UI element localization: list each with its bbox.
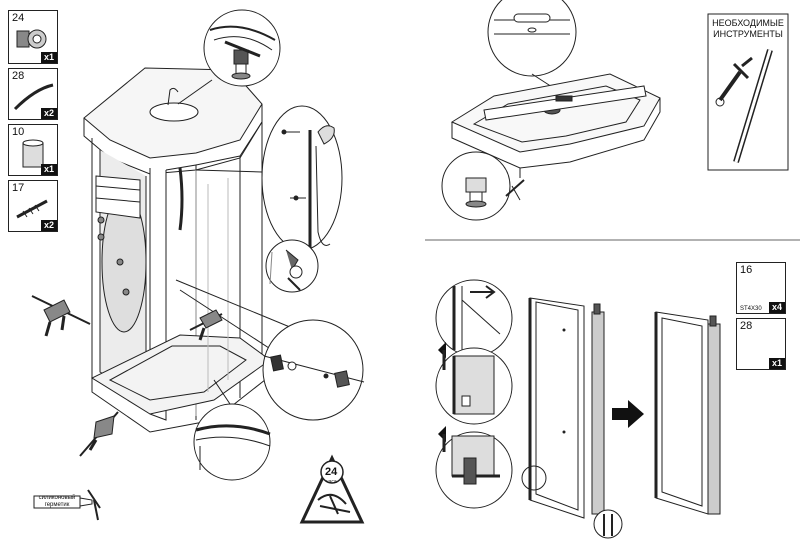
silicone-gun-bottom [79,411,119,457]
part-quantity: x1 [40,164,57,175]
arrow-right-icon [612,400,644,428]
shower-head-zoom-circle [195,105,343,251]
door-panel-before [521,297,623,539]
part-number: 28 [12,70,25,82]
screw-icon [16,199,48,219]
part-number: 24 [12,12,25,24]
clock-icon [320,460,344,484]
connector-fitting-icon [16,29,47,49]
screw-code: ST4X30 [740,306,762,312]
part-number: 28 [740,320,753,332]
sealant-line1: силиконовый [38,495,76,501]
tray-seal-zoom-circle [193,379,271,481]
sealant-line2: герметик [44,502,70,508]
door-panel-after [654,311,721,515]
seal-strip-icon [13,83,54,111]
part-card-28: 28 x2 [8,68,58,120]
sealant-tube [33,489,101,521]
pipe-sleeve-icon [22,139,44,168]
leveling-foot-zoom-circle [441,151,525,221]
rod-mount-zoom-circle [262,319,365,421]
silicone-gun-top [31,295,91,337]
part-number: 10 [12,126,25,138]
holder-zoom-circle [265,239,319,293]
warning-hours: 24 [325,466,338,478]
shower-cabin [83,67,361,433]
part-quantity: x2 [40,220,57,231]
fitting-zoom-circle [177,9,281,105]
tools-title-line2: ИНСТРУМЕНТЫ [713,29,783,39]
part-quantity: x4 [768,302,785,313]
warning-unit: часа [326,479,337,485]
part-quantity: x2 [40,108,57,119]
drying-time-warning [299,454,365,524]
roof-level-zoom-circle [487,0,577,97]
silicone-gun-right [189,309,223,341]
part-card-10: 10 x1 [8,124,58,176]
part-number: 16 [740,264,753,276]
roof-panel [450,73,661,178]
part-quantity: x1 [40,52,57,63]
tools-title: НЕОБХОДИМЫЕ ИНСТРУМЕНТЫ [708,18,788,40]
sealant-label: силиконовый герметик [34,495,80,509]
tools-title-line1: НЕОБХОДИМЫЕ [712,18,784,28]
tools-panel [707,13,789,171]
part-card-17: 17 x2 [8,180,58,232]
part-quantity: x1 [768,358,785,369]
part-card-28-right: 28 x1 [736,318,786,370]
part-card-24: 24 x1 [8,10,58,64]
door-profile-zoom-circles [435,279,513,509]
part-number: 17 [12,182,25,194]
part-card-16: 16 ST4X30 x4 [736,262,786,314]
